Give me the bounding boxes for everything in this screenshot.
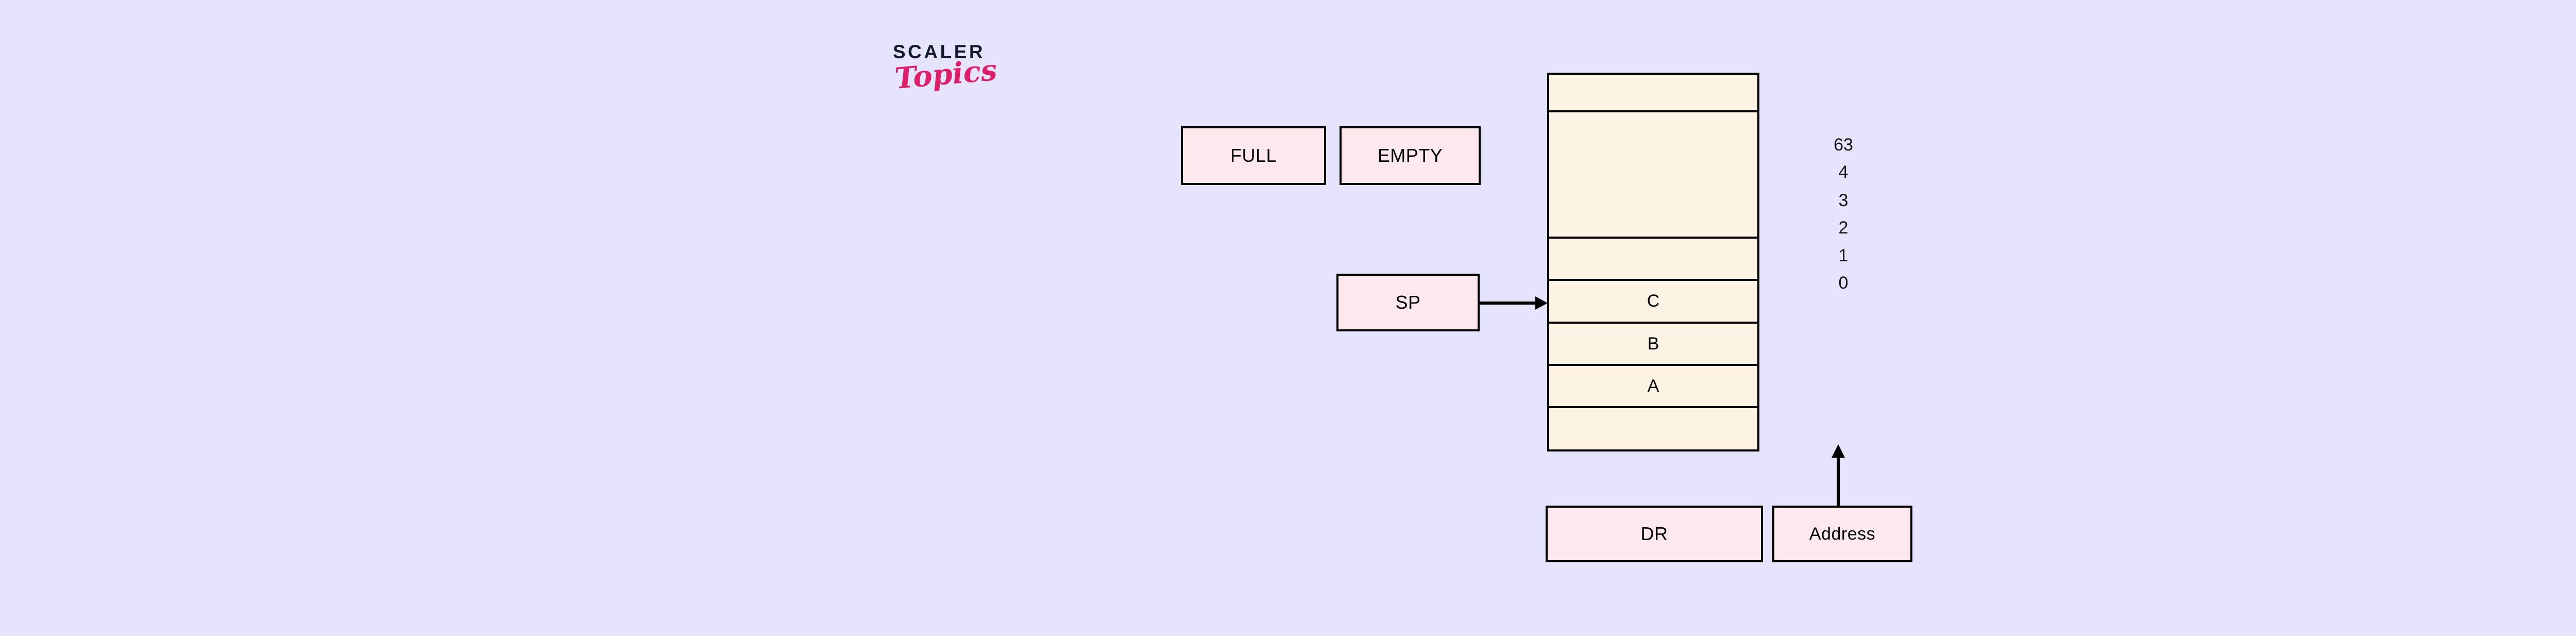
stack-pointer-box: SP — [1336, 274, 1480, 331]
address-label-0: 0 — [1838, 273, 1849, 293]
address-label-63: 63 — [1834, 135, 1853, 155]
address-label-3: 3 — [1838, 191, 1849, 210]
scaler-topics-logo: SCALER Topics — [893, 42, 1047, 125]
stack-cell — [1549, 239, 1757, 281]
arrow-head — [1535, 296, 1548, 310]
stack-cell-b: B — [1549, 324, 1757, 366]
arrow-head — [1832, 444, 1845, 458]
address-label-1: 1 — [1838, 246, 1849, 265]
data-register-label: DR — [1640, 523, 1668, 544]
full-flag-box: FULL — [1181, 126, 1326, 185]
stack-pointer-label: SP — [1395, 292, 1421, 313]
stack-cell-value: C — [1647, 291, 1660, 311]
memory-stack: C B A — [1547, 73, 1759, 451]
stack-cell — [1549, 408, 1757, 449]
arrow-shaft — [1837, 457, 1840, 507]
stack-cell-value: A — [1647, 376, 1659, 396]
empty-flag-box: EMPTY — [1340, 126, 1481, 185]
arrow-shaft — [1479, 302, 1536, 305]
stack-cell — [1549, 112, 1757, 239]
stack-cell-a: A — [1549, 366, 1757, 408]
address-register-label: Address — [1809, 524, 1876, 544]
stack-cell — [1549, 75, 1757, 112]
address-label-4: 4 — [1838, 162, 1849, 182]
logo-wordmark: SCALER — [893, 41, 986, 62]
data-register-box: DR — [1546, 506, 1763, 562]
address-to-stack-arrow-icon — [1832, 444, 1845, 507]
address-label-2: 2 — [1838, 218, 1849, 238]
empty-flag-label: EMPTY — [1377, 145, 1443, 166]
sp-to-stack-arrow-icon — [1479, 296, 1549, 310]
address-register-box: Address — [1772, 506, 1912, 562]
full-flag-label: FULL — [1230, 145, 1277, 166]
stack-cell-value: B — [1647, 333, 1659, 354]
stack-cell-c: C — [1549, 281, 1757, 324]
